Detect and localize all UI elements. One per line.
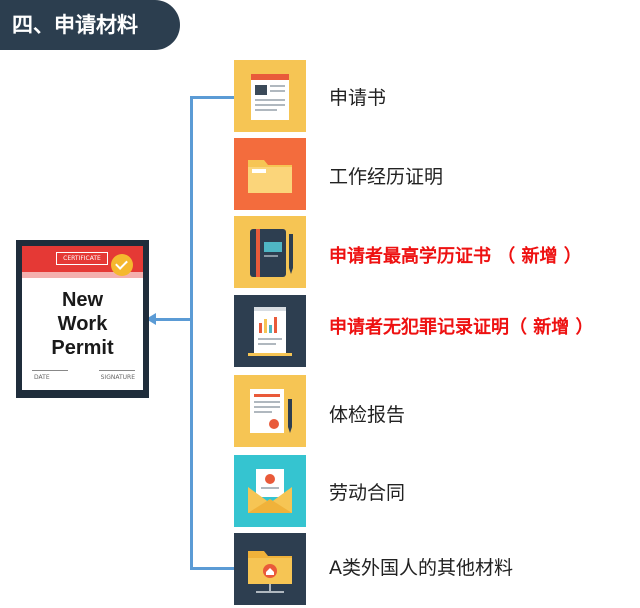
section-title: 四、申请材料 [12, 13, 138, 37]
permit-date-line [32, 370, 68, 371]
permit-signature-line [99, 370, 135, 371]
permit-signature-label: SIGNATURE [100, 374, 135, 381]
permit-certificate-label: CERTIFICATE [56, 252, 108, 265]
notebook-icon [234, 216, 306, 288]
connector-stem [154, 318, 191, 321]
document-icon [234, 60, 306, 132]
permit-date-label: DATE [34, 374, 50, 381]
item-label-no-criminal-record: 申请者无犯罪记录证明（ 新增 ） [329, 317, 594, 338]
network-folder-icon [234, 533, 306, 605]
item-label-degree-certificate: 申请者最高学历证书 （ 新增 ） [329, 246, 582, 267]
folder-icon [234, 138, 306, 210]
report-chart-icon [234, 295, 306, 367]
bracket-connector [190, 96, 236, 570]
item-label-medical-report: 体检报告 [329, 404, 406, 426]
section-header: 四、申请材料 [0, 0, 180, 50]
permit-title-line2: Work [57, 313, 108, 335]
envelope-icon [234, 455, 306, 527]
permit-title: New Work Permit [22, 288, 143, 360]
arrow-left-icon [146, 313, 156, 325]
permit-title-line1: New [61, 289, 104, 311]
item-label-application: 申请书 [329, 87, 387, 109]
certificate-pen-icon [234, 375, 306, 447]
item-label-labor-contract: 劳动合同 [329, 482, 406, 504]
permit-title-line3: Permit [51, 337, 114, 359]
permit-paper: CERTIFICATE New Work Permit DATE SIGNATU… [22, 246, 143, 390]
item-label-work-history: 工作经历证明 [329, 166, 444, 188]
item-label-other-materials: A类外国人的其他材料 [329, 557, 513, 579]
seal-icon [111, 254, 133, 276]
work-permit-illustration: CERTIFICATE New Work Permit DATE SIGNATU… [16, 240, 149, 398]
